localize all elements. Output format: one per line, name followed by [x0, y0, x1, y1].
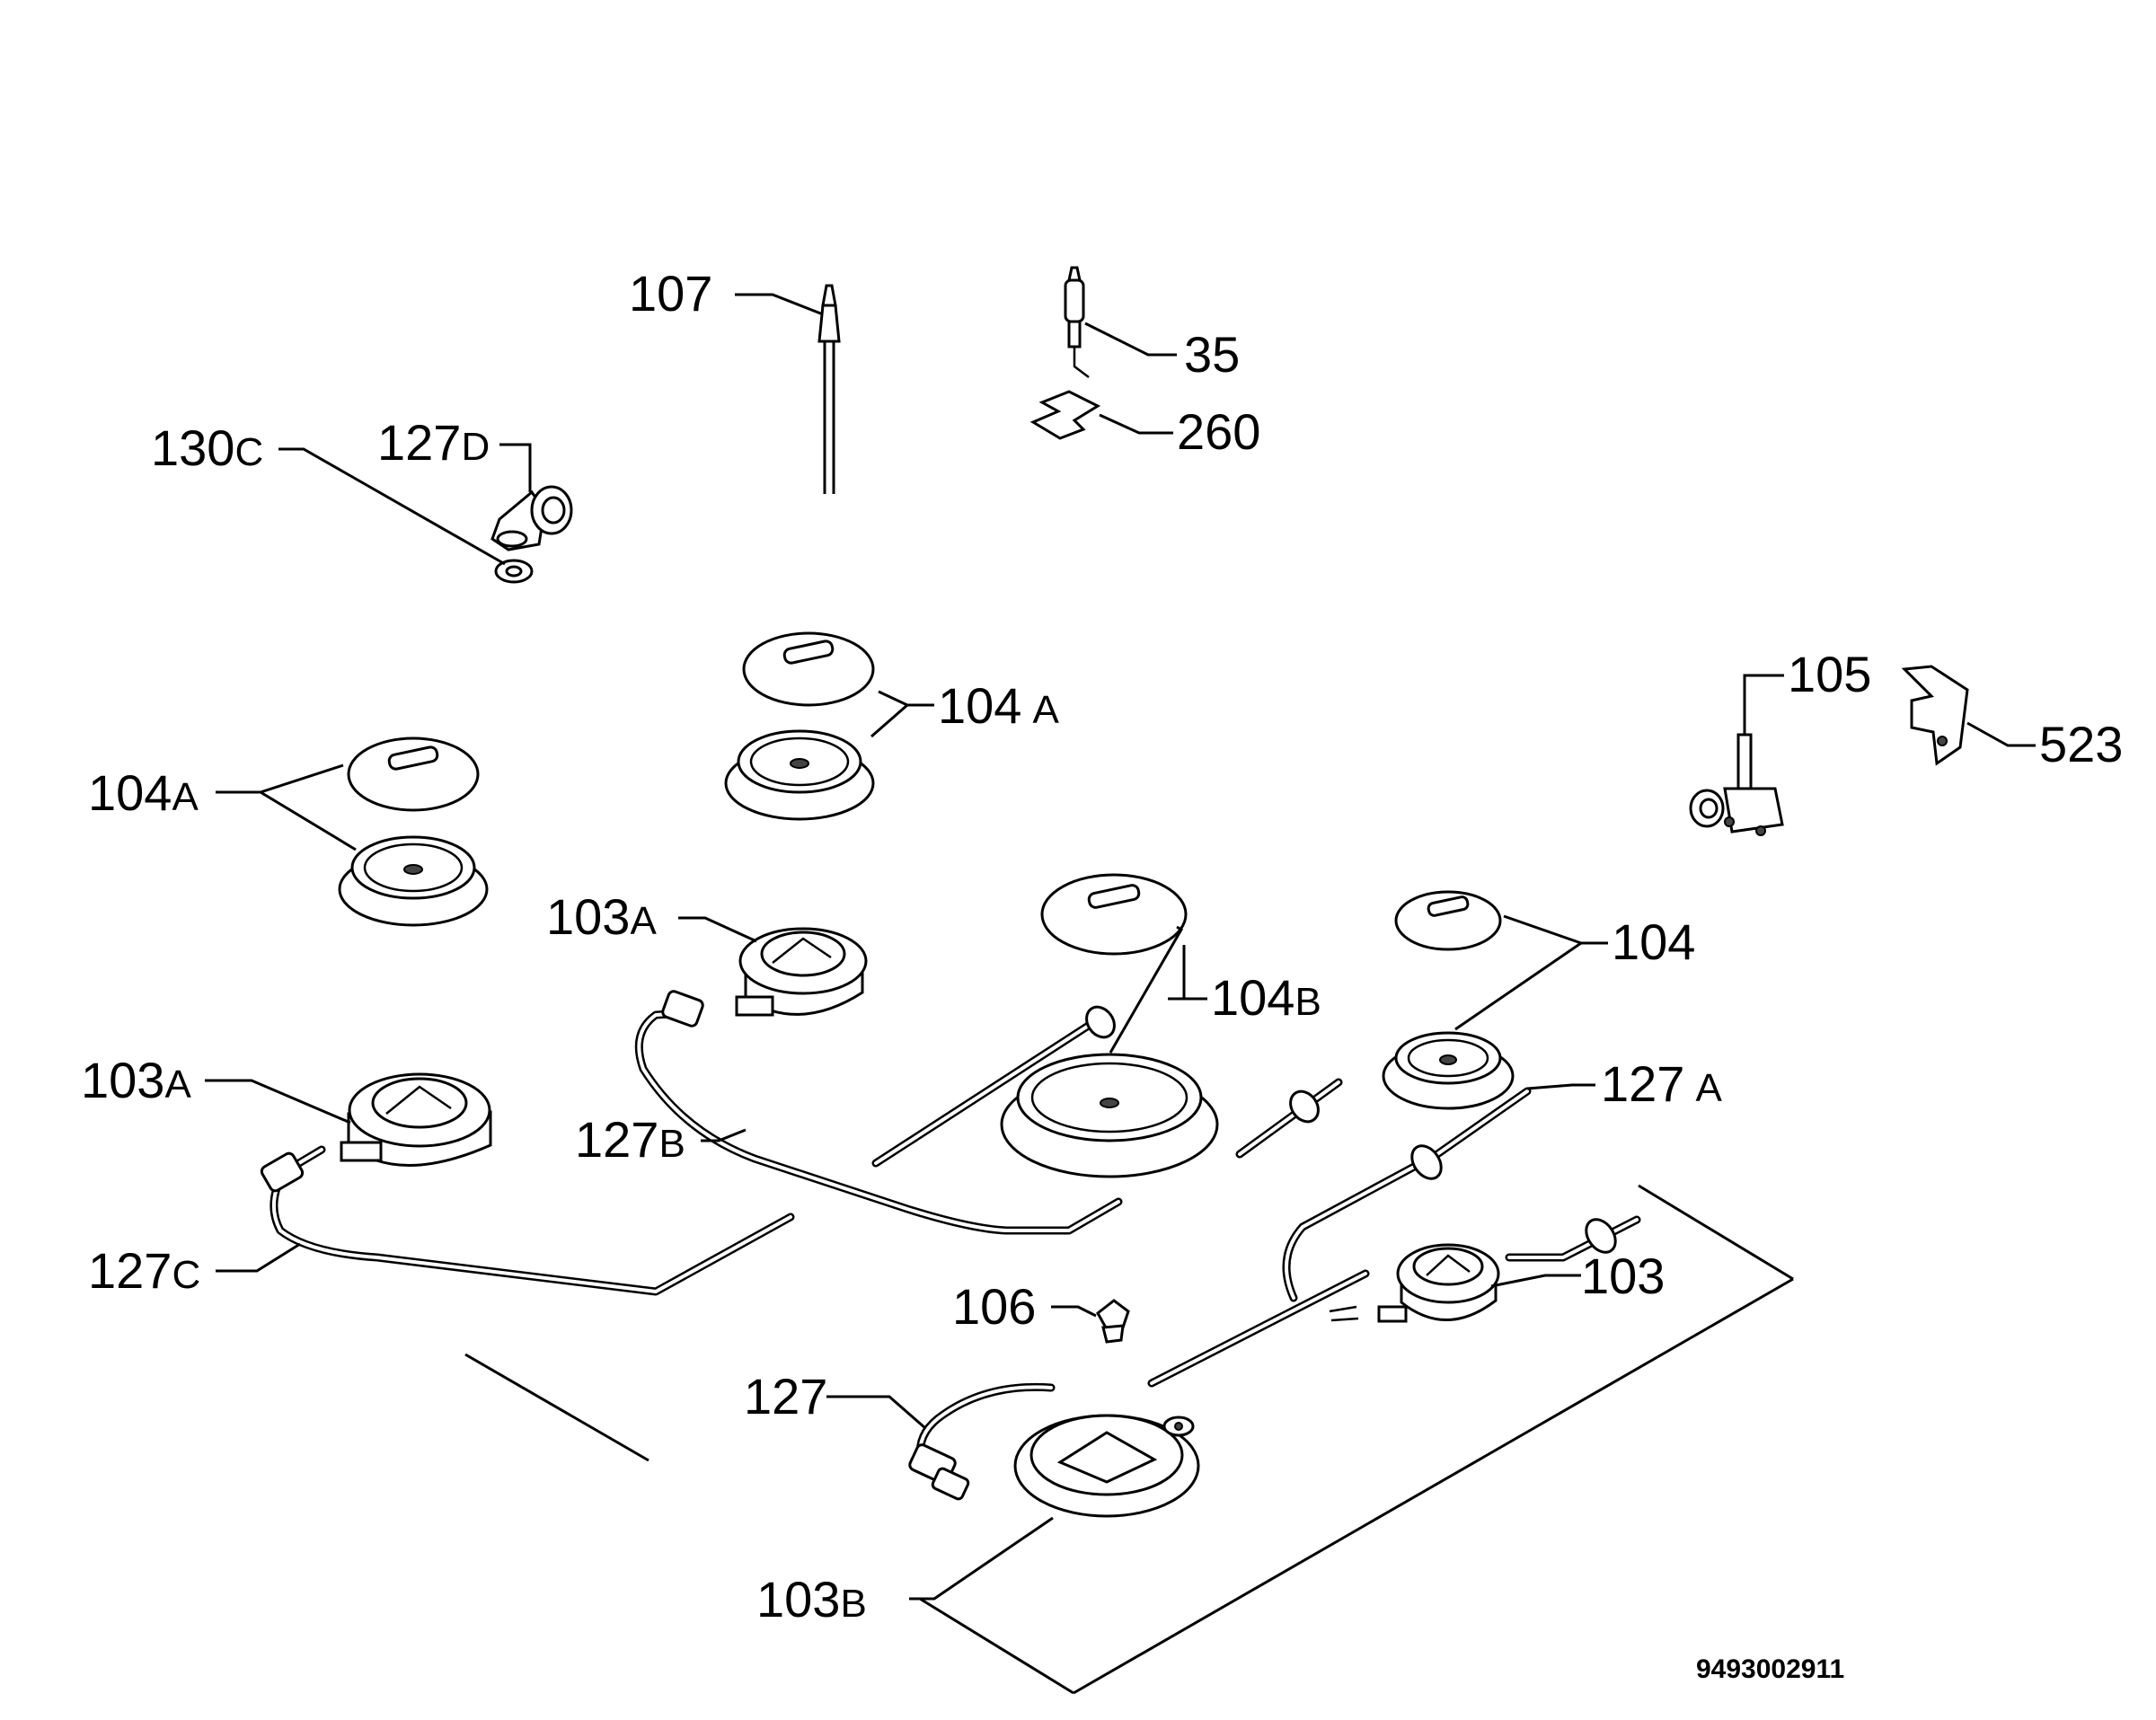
gas-tube-supply — [871, 1005, 1343, 1168]
burner-crown-104 — [1382, 1031, 1515, 1110]
burner-body-103a-mid — [735, 927, 868, 1017]
leader-104a-left-cap — [216, 763, 344, 794]
burner-body-103a-left — [340, 1072, 492, 1167]
label-127d: 127D — [377, 414, 490, 471]
label-105: 105 — [1788, 646, 1871, 702]
leader-103 — [1490, 1274, 1581, 1288]
leader-127 — [826, 1395, 926, 1430]
burner-cap-104b — [1040, 873, 1188, 956]
burner-crown-104a-top — [724, 729, 875, 821]
label-103b: 103B — [756, 1571, 867, 1627]
label-127: 127 — [744, 1368, 827, 1425]
leader-127c — [216, 1242, 301, 1273]
leader-127a — [1526, 1083, 1595, 1090]
leader-523 — [1966, 721, 2036, 747]
leader-104b-cap — [1109, 925, 1184, 1054]
leader-104a-top-cap — [870, 690, 910, 738]
burner-crown-104b — [1000, 1053, 1219, 1178]
leader-130c — [278, 447, 506, 566]
leader-104-crown — [1454, 941, 1582, 1031]
label-260: 260 — [1177, 403, 1260, 460]
label-107: 107 — [629, 265, 712, 322]
gas-tube-127a — [1282, 1087, 1532, 1302]
leader-127d — [499, 443, 532, 492]
label-103: 103 — [1581, 1248, 1665, 1304]
label-103a-mid: 103A — [546, 888, 657, 945]
hob-outline — [464, 1184, 1794, 1695]
clip-260 — [1029, 390, 1101, 440]
washer-130c — [494, 559, 534, 584]
burner-crown-104a-left — [338, 835, 489, 927]
label-104a-left: 104A — [88, 764, 199, 821]
leader-260 — [1099, 413, 1173, 435]
leader-104a-left-crown — [260, 790, 357, 851]
label-104b: 104B — [1211, 969, 1321, 1026]
label-127c: 127C — [88, 1242, 200, 1299]
label-106: 106 — [952, 1278, 1036, 1335]
gas-tube-127 — [908, 1269, 1370, 1501]
document-number: 9493002911 — [1696, 1654, 1844, 1684]
label-104: 104 — [1612, 913, 1695, 970]
gas-tube-127b — [634, 990, 1123, 1235]
leader-103b — [909, 1516, 1054, 1601]
label-523: 523 — [2039, 716, 2123, 772]
leader-106 — [1051, 1305, 1097, 1318]
leader-35 — [1084, 322, 1177, 357]
gas-tube-103 — [1505, 1215, 1641, 1262]
burner-cap-104a-top — [742, 631, 875, 707]
gas-tube-127c — [260, 1145, 795, 1296]
leader-107 — [735, 293, 824, 316]
burner-cap-104 — [1394, 890, 1502, 951]
leader-105 — [1743, 674, 1784, 735]
bracket-523 — [1901, 665, 1969, 766]
burner-body-103b — [1013, 1414, 1200, 1518]
injector-nozzle-106 — [1096, 1299, 1130, 1344]
label-103a-left: 103A — [81, 1052, 191, 1108]
leader-103a-mid — [678, 916, 757, 943]
spark-electrode-35 — [1064, 266, 1090, 378]
burner-body-103 — [1329, 1243, 1500, 1323]
leader-103a-left — [205, 1079, 351, 1125]
label-130c: 130C — [151, 419, 263, 476]
thermocouple-107 — [817, 284, 841, 494]
leader-104-cap — [1503, 914, 1608, 945]
burner-cap-104a-left — [347, 737, 480, 812]
label-127b: 127B — [575, 1111, 685, 1168]
label-35: 35 — [1184, 326, 1240, 383]
elbow-connector-127d — [490, 485, 573, 551]
gas-tap-105 — [1689, 733, 1784, 836]
leader-127b — [701, 1128, 747, 1142]
